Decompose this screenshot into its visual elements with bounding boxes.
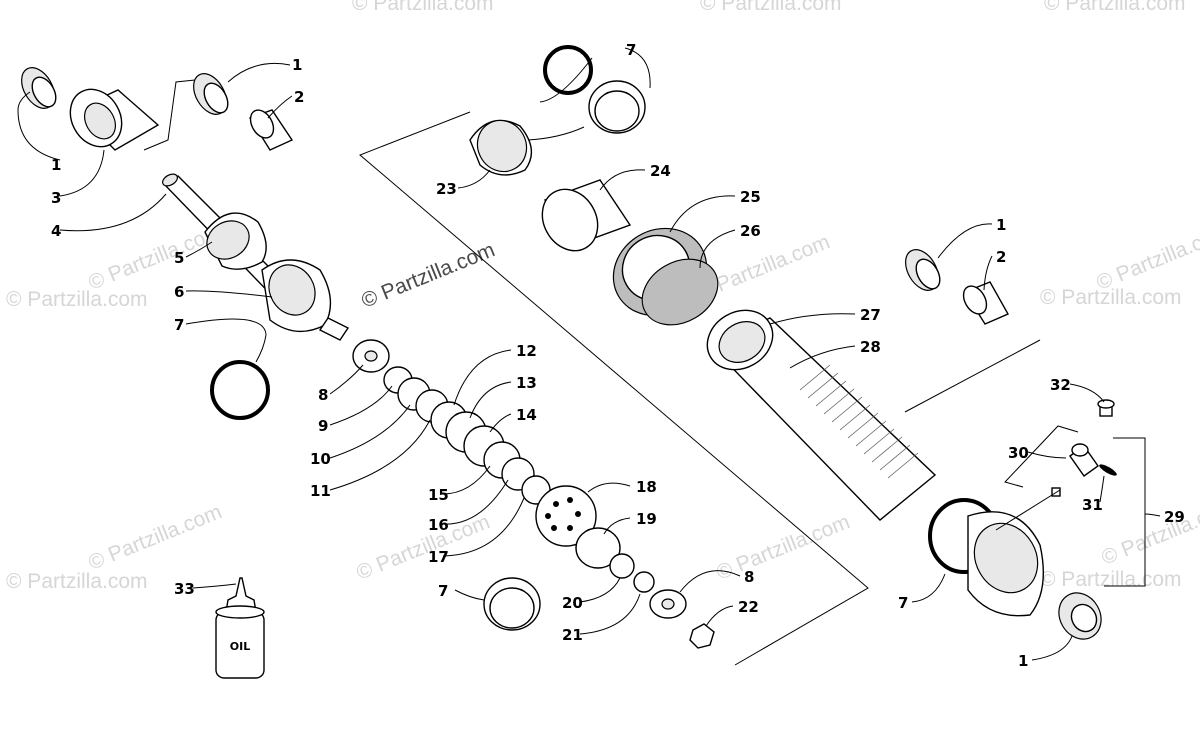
leader-lines xyxy=(17,47,1161,661)
callout-number: 28 xyxy=(860,338,881,356)
bumper-5 xyxy=(204,212,267,270)
callout-number: 20 xyxy=(562,594,583,612)
callout-number: 22 xyxy=(738,598,759,616)
callout-number: 8 xyxy=(744,568,754,586)
callout-number: 2 xyxy=(294,88,304,106)
watermark: © Partzilla.com xyxy=(85,500,225,574)
valve-stack xyxy=(352,339,715,649)
callout-number: 12 xyxy=(516,342,537,360)
callout-number: 1 xyxy=(1018,652,1028,670)
callout-number: 15 xyxy=(428,486,449,504)
piston-head-6 xyxy=(261,259,350,341)
callout-number: 1 xyxy=(292,56,302,74)
callout-number: 10 xyxy=(310,450,331,468)
watermark: © Partzilla.com xyxy=(6,288,148,311)
callout-number: 26 xyxy=(740,222,761,240)
callout-number: 23 xyxy=(436,180,457,198)
callout-number: 13 xyxy=(516,374,537,392)
callout-number: 18 xyxy=(636,478,657,496)
callout-number: 4 xyxy=(51,222,61,240)
callout-number: 17 xyxy=(428,548,449,566)
callout-number: 32 xyxy=(1050,376,1071,394)
callout-number: 7 xyxy=(626,41,636,59)
watermark: © Partzilla.com xyxy=(700,0,842,15)
screw-32 xyxy=(1097,399,1115,417)
callout-number: 5 xyxy=(174,249,184,267)
assembly-outline xyxy=(359,111,1146,666)
watermark: © Partzilla.com xyxy=(353,510,493,584)
reservoir-body-29 xyxy=(967,511,1045,617)
watermark: © Partzilla.com xyxy=(85,220,225,294)
watermark: © Partzilla.com xyxy=(1040,568,1182,591)
callout-number: 1 xyxy=(996,216,1006,234)
watermark-center: © Partzilla.com xyxy=(358,238,498,312)
callout-number: 16 xyxy=(428,516,449,534)
bushing-1-top xyxy=(193,73,229,115)
callout-number: 2 xyxy=(996,248,1006,266)
callout-number: 7 xyxy=(174,316,184,334)
callout-number: 11 xyxy=(310,482,331,500)
spring-sleeve-27 xyxy=(706,309,774,371)
seal-band-7 xyxy=(483,577,541,631)
callout-number: 14 xyxy=(516,406,537,424)
bushing-1-left xyxy=(21,67,57,109)
callout-number: 30 xyxy=(1008,444,1029,462)
watermark: © Partzilla.com xyxy=(1098,495,1200,569)
callout-number: 7 xyxy=(438,582,448,600)
oil-bottle: OIL xyxy=(215,577,265,679)
callout-number: 25 xyxy=(740,188,761,206)
spacer-2-top xyxy=(248,109,294,151)
lock-ring-26 xyxy=(641,258,719,326)
callout-labels: 1 2 1 3 4 5 6 7 8 9 10 11 12 13 14 15 16… xyxy=(51,41,1185,670)
callout-number: 6 xyxy=(174,283,184,301)
spacer-2-right xyxy=(962,281,1009,325)
callout-number: 9 xyxy=(318,417,328,435)
bushing-24 xyxy=(541,179,632,252)
callout-number: 33 xyxy=(174,580,195,598)
oil-bottle-label: OIL xyxy=(230,640,250,653)
callout-number: 3 xyxy=(51,189,61,207)
valve-30 xyxy=(1069,443,1099,477)
bushing-1-bottom xyxy=(1058,592,1102,640)
callout-number: 19 xyxy=(636,510,657,528)
bushing-1-right xyxy=(905,249,941,291)
watermark: © Partzilla.com xyxy=(6,570,148,593)
watermark: © Partzilla.com xyxy=(352,0,494,15)
watermark: © Partzilla.com xyxy=(1040,286,1182,309)
watermark: © Partzilla.com xyxy=(1044,0,1186,15)
o-ring-7-top xyxy=(543,45,593,95)
cap-23 xyxy=(469,119,533,176)
callout-number: 24 xyxy=(650,162,671,180)
callout-number: 7 xyxy=(898,594,908,612)
callout-number: 31 xyxy=(1082,496,1103,514)
callout-number: 27 xyxy=(860,306,881,324)
callout-number: 8 xyxy=(318,386,328,404)
callout-number: 29 xyxy=(1164,508,1185,526)
watermark: © Partzilla.com xyxy=(1093,220,1200,294)
o-ring-31 xyxy=(1099,464,1117,476)
seal-band-7-top xyxy=(588,80,646,134)
sleeve-3 xyxy=(69,88,160,151)
o-ring-7-left xyxy=(210,360,270,420)
callout-number: 1 xyxy=(51,156,61,174)
callout-number: 21 xyxy=(562,626,583,644)
